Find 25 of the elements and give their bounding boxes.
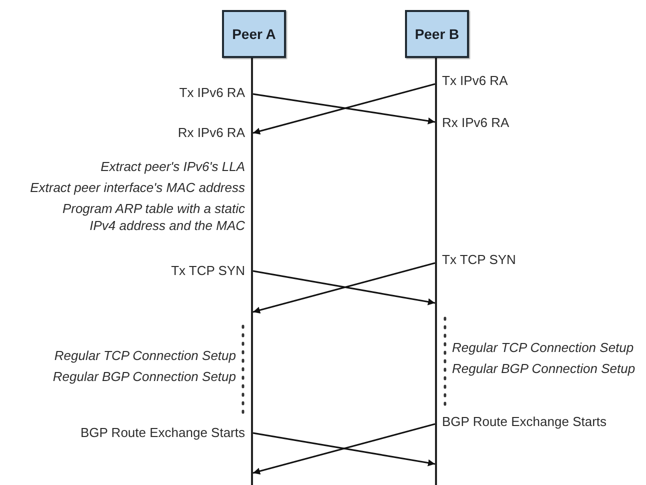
message-label: Tx TCP SYN: [442, 251, 516, 268]
message-label: Tx IPv6 RA: [442, 72, 508, 89]
step-note: Extract peer's IPv6's LLA: [100, 158, 245, 175]
message-label: Tx IPv6 RA: [178, 84, 245, 101]
step-note: Program ARP table with a static IPv4 address and the MAC: [61, 200, 245, 234]
participant-box: Peer B: [405, 10, 469, 58]
message-label: BGP Route Exchange Starts: [442, 413, 607, 430]
step-note: Regular BGP Connection Setup: [52, 368, 236, 385]
participant-box: Peer A: [222, 10, 286, 58]
lifeline: [435, 58, 437, 485]
message-label: BGP Route Exchange Starts: [79, 424, 245, 441]
message-arrow: [252, 432, 436, 466]
step-note: Regular TCP Connection Setup: [452, 339, 634, 356]
message-arrow: [252, 93, 436, 124]
message-arrow: [252, 423, 436, 475]
message-arrow: [252, 83, 436, 135]
message-label: Tx TCP SYN: [170, 262, 245, 279]
message-label: Rx IPv6 RA: [176, 124, 245, 141]
step-note: Regular BGP Connection Setup: [452, 360, 636, 377]
lifeline: [251, 58, 253, 485]
message-label: Rx IPv6 RA: [442, 114, 510, 131]
message-arrow: [252, 270, 436, 306]
step-note: Extract peer interface's MAC address: [29, 179, 245, 196]
message-arrow: [252, 262, 436, 314]
step-note: Regular TCP Connection Setup: [53, 347, 236, 364]
